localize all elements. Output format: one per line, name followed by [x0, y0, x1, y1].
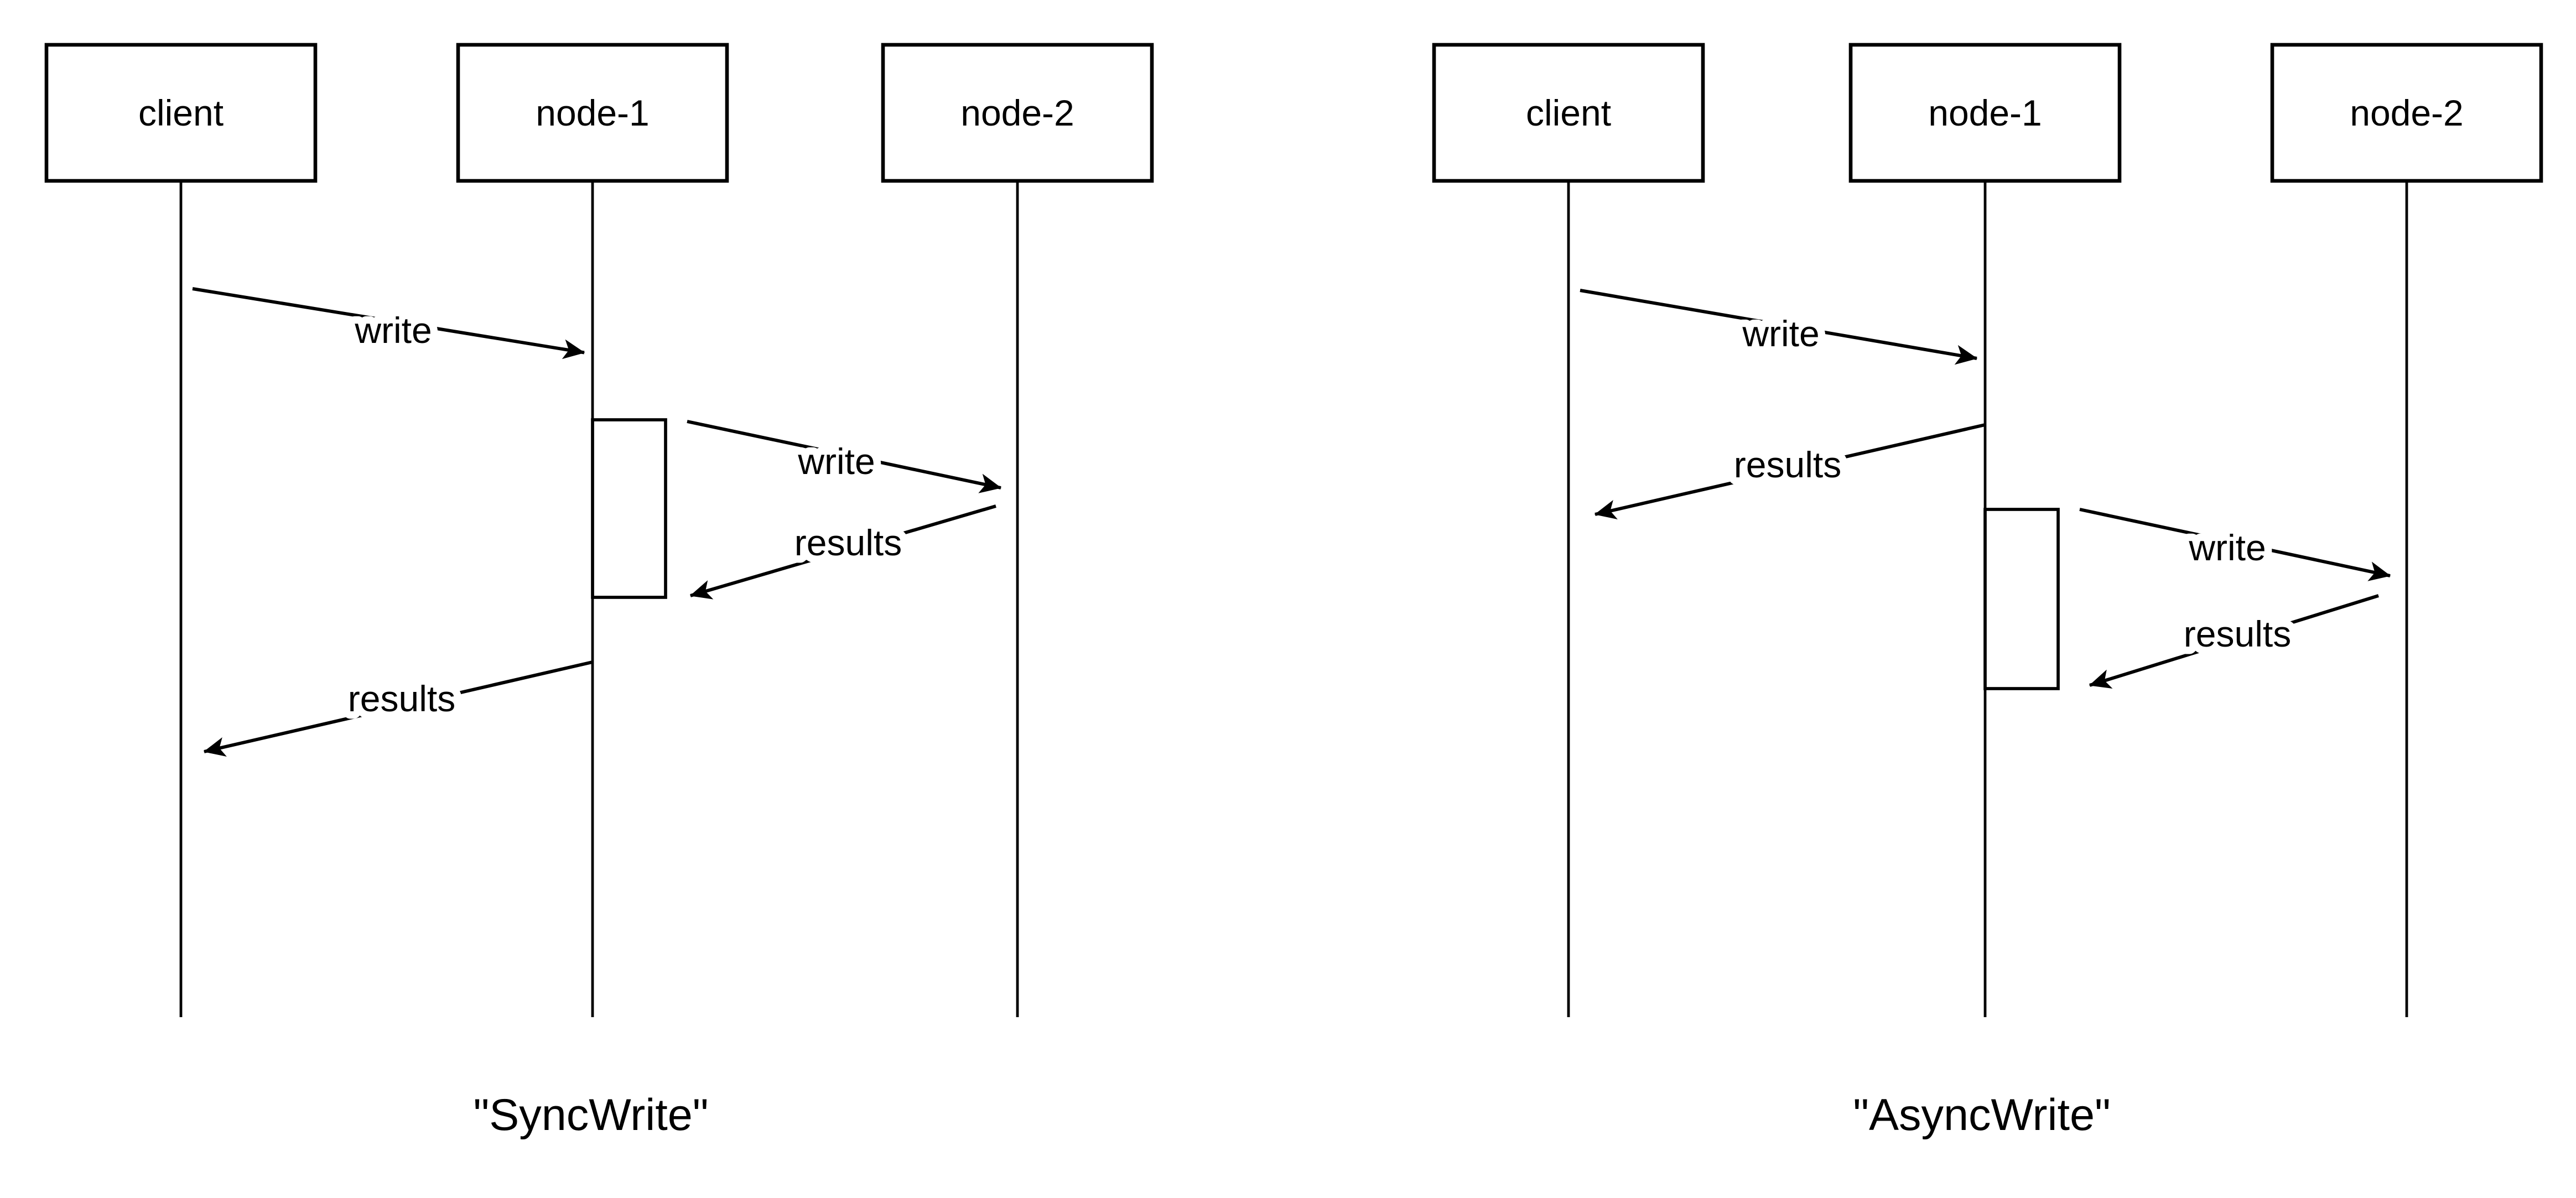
- message-label-results-1: results: [794, 522, 902, 563]
- message-arrow-results-2: [2089, 594, 2379, 689]
- diagram-syncwrite: client node-1 node-2 write write results…: [44, 43, 1154, 1140]
- participant-box-client: [44, 43, 318, 183]
- message-label-write-1: write: [354, 310, 432, 351]
- participant-box-node-2: [881, 43, 1154, 183]
- message-label-results-2: results: [348, 678, 455, 719]
- message-arrow-write-2: [2079, 508, 2391, 581]
- message-arrow-results-2: [203, 660, 593, 757]
- participant-box-node-1: [456, 43, 729, 183]
- activation-box-node-1: [591, 418, 667, 599]
- message-arrow-write-1: [1580, 289, 1978, 365]
- participant-box-client: [1432, 43, 1705, 183]
- activation-box-node-1: [1983, 508, 2060, 690]
- message-arrow-results-1: [689, 504, 996, 600]
- participant-label-node-2: node-2: [2350, 92, 2464, 133]
- message-arrow-results-1: [1594, 423, 1986, 520]
- message-label-results-1: results: [1734, 444, 1841, 485]
- message-label-results-2: results: [2184, 613, 2291, 654]
- message-label-write-1: write: [1742, 313, 1819, 354]
- participant-box-node-1: [1848, 43, 2122, 183]
- participant-label-node-1: node-1: [1928, 92, 2042, 133]
- message-label-write-2: write: [797, 441, 875, 482]
- message-arrow-write-1: [192, 287, 585, 360]
- participant-label-node-2: node-2: [960, 92, 1074, 133]
- participant-label-client: client: [138, 92, 224, 133]
- participant-box-node-2: [2270, 43, 2543, 183]
- participant-label-node-1: node-1: [536, 92, 650, 133]
- message-arrow-write-2: [687, 420, 1002, 493]
- diagram-asyncwrite: client node-1 node-2 write results write…: [1432, 43, 2543, 1140]
- participant-label-client: client: [1526, 92, 1611, 133]
- message-label-write-2: write: [2188, 527, 2266, 568]
- diagram-caption-asyncwrite: "AsyncWrite": [1853, 1090, 2111, 1140]
- diagram-caption-syncwrite: "SyncWrite": [473, 1090, 708, 1140]
